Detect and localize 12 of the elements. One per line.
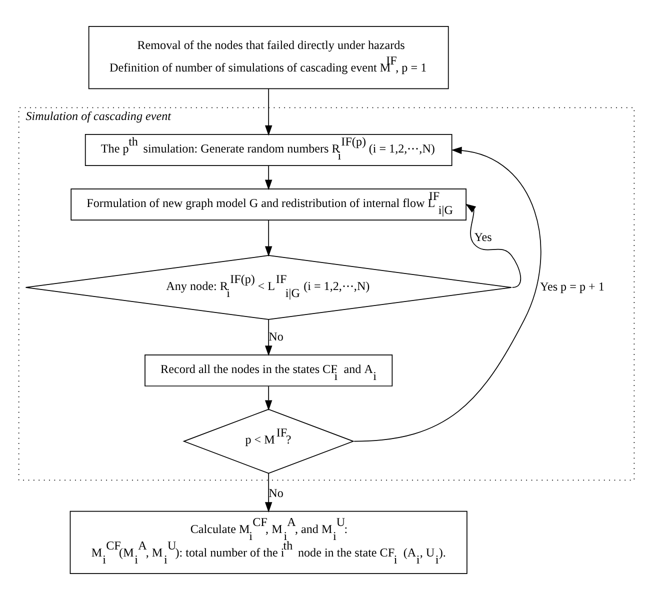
arrow xyxy=(354,146,542,442)
arrow xyxy=(264,472,272,512)
edge-label: Yes p = p + 1 xyxy=(540,280,604,294)
arrow xyxy=(264,165,272,190)
edge-label: Yes xyxy=(474,230,492,244)
edge-label: No xyxy=(268,486,284,500)
arrow xyxy=(264,386,272,411)
arrow xyxy=(264,319,272,356)
arrow xyxy=(264,220,272,257)
arrow xyxy=(465,204,522,288)
edge-label: No xyxy=(268,329,284,344)
arrow xyxy=(264,88,272,136)
